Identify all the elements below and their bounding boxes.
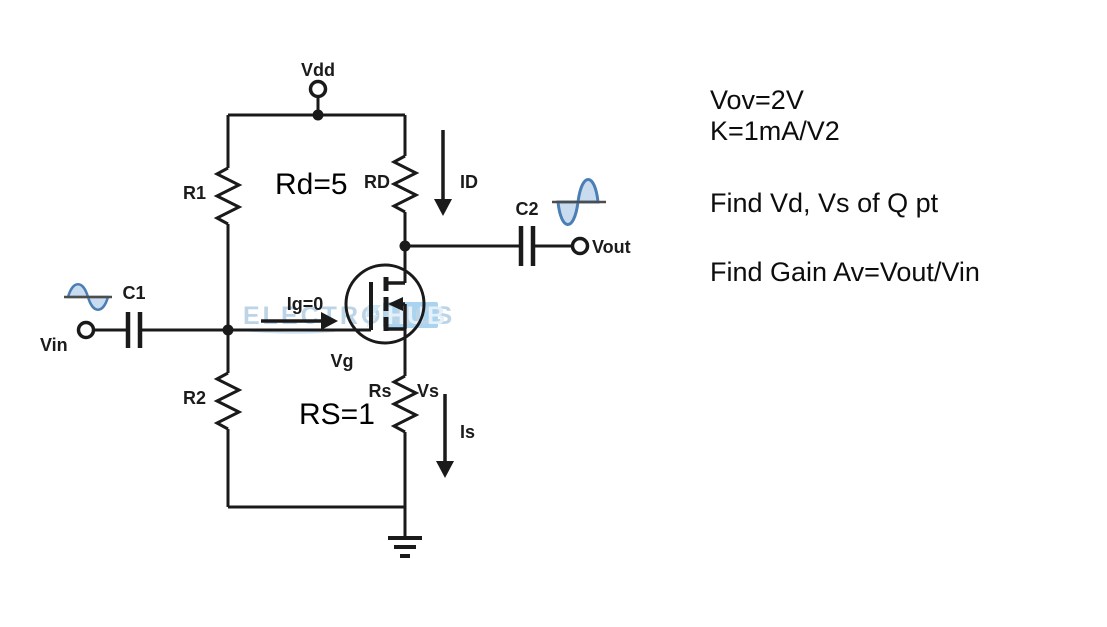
vin-terminal: [76, 320, 96, 340]
r1-label: R1: [183, 183, 206, 203]
resistor-r1: [213, 166, 243, 226]
problem-line-vov: Vov=2V: [710, 85, 804, 115]
c2-label: C2: [515, 199, 538, 219]
r2-label: R2: [183, 388, 206, 408]
capacitor-c2: [518, 226, 536, 266]
problem-statement: Vov=2V K=1mA/V2 Find Vd, Vs of Q pt Find…: [710, 85, 980, 287]
vin-label: Vin: [40, 335, 68, 355]
input-sine-wave-icon: [64, 283, 112, 311]
problem-line-find-q: Find Vd, Vs of Q pt: [710, 188, 939, 218]
capacitor-c1: [125, 312, 143, 348]
rd-value-annotation: Rd=5: [275, 168, 348, 201]
rs-value-annotation: RS=1: [299, 398, 375, 431]
rd-label: RD: [364, 172, 390, 192]
ground-symbol-icon: [388, 536, 422, 558]
problem-line-k: K=1mA/V2: [710, 116, 840, 146]
mosfet-body-arrow-icon: [388, 297, 403, 311]
vdd-label: Vdd: [301, 60, 335, 80]
resistor-r2: [213, 371, 243, 431]
vout-terminal: [570, 236, 590, 256]
vs-label: Vs: [417, 381, 439, 401]
c1-label: C1: [122, 283, 145, 303]
resistor-rd: [390, 154, 420, 214]
resistor-rs: [390, 374, 420, 434]
is-label: Is: [460, 422, 475, 442]
ig-label: Ig=0: [287, 294, 324, 314]
id-current-arrow-icon: [434, 130, 452, 216]
output-sine-wave-icon: [552, 178, 606, 226]
problem-line-find-gain: Find Gain Av=Vout/Vin: [710, 257, 980, 287]
vdd-terminal: [308, 79, 328, 99]
ig-current-arrow-icon: [261, 312, 338, 330]
id-label: ID: [460, 172, 478, 192]
vout-label: Vout: [592, 237, 631, 257]
gate-junction-dot: [222, 324, 234, 336]
mosfet-body-circle: [344, 263, 426, 345]
rs-label: Rs: [368, 381, 391, 401]
vg-label: Vg: [330, 351, 353, 371]
nmos-transistor-symbol: [344, 263, 426, 345]
is-current-arrow-icon: [436, 394, 454, 478]
drain-junction-dot: [399, 240, 411, 252]
